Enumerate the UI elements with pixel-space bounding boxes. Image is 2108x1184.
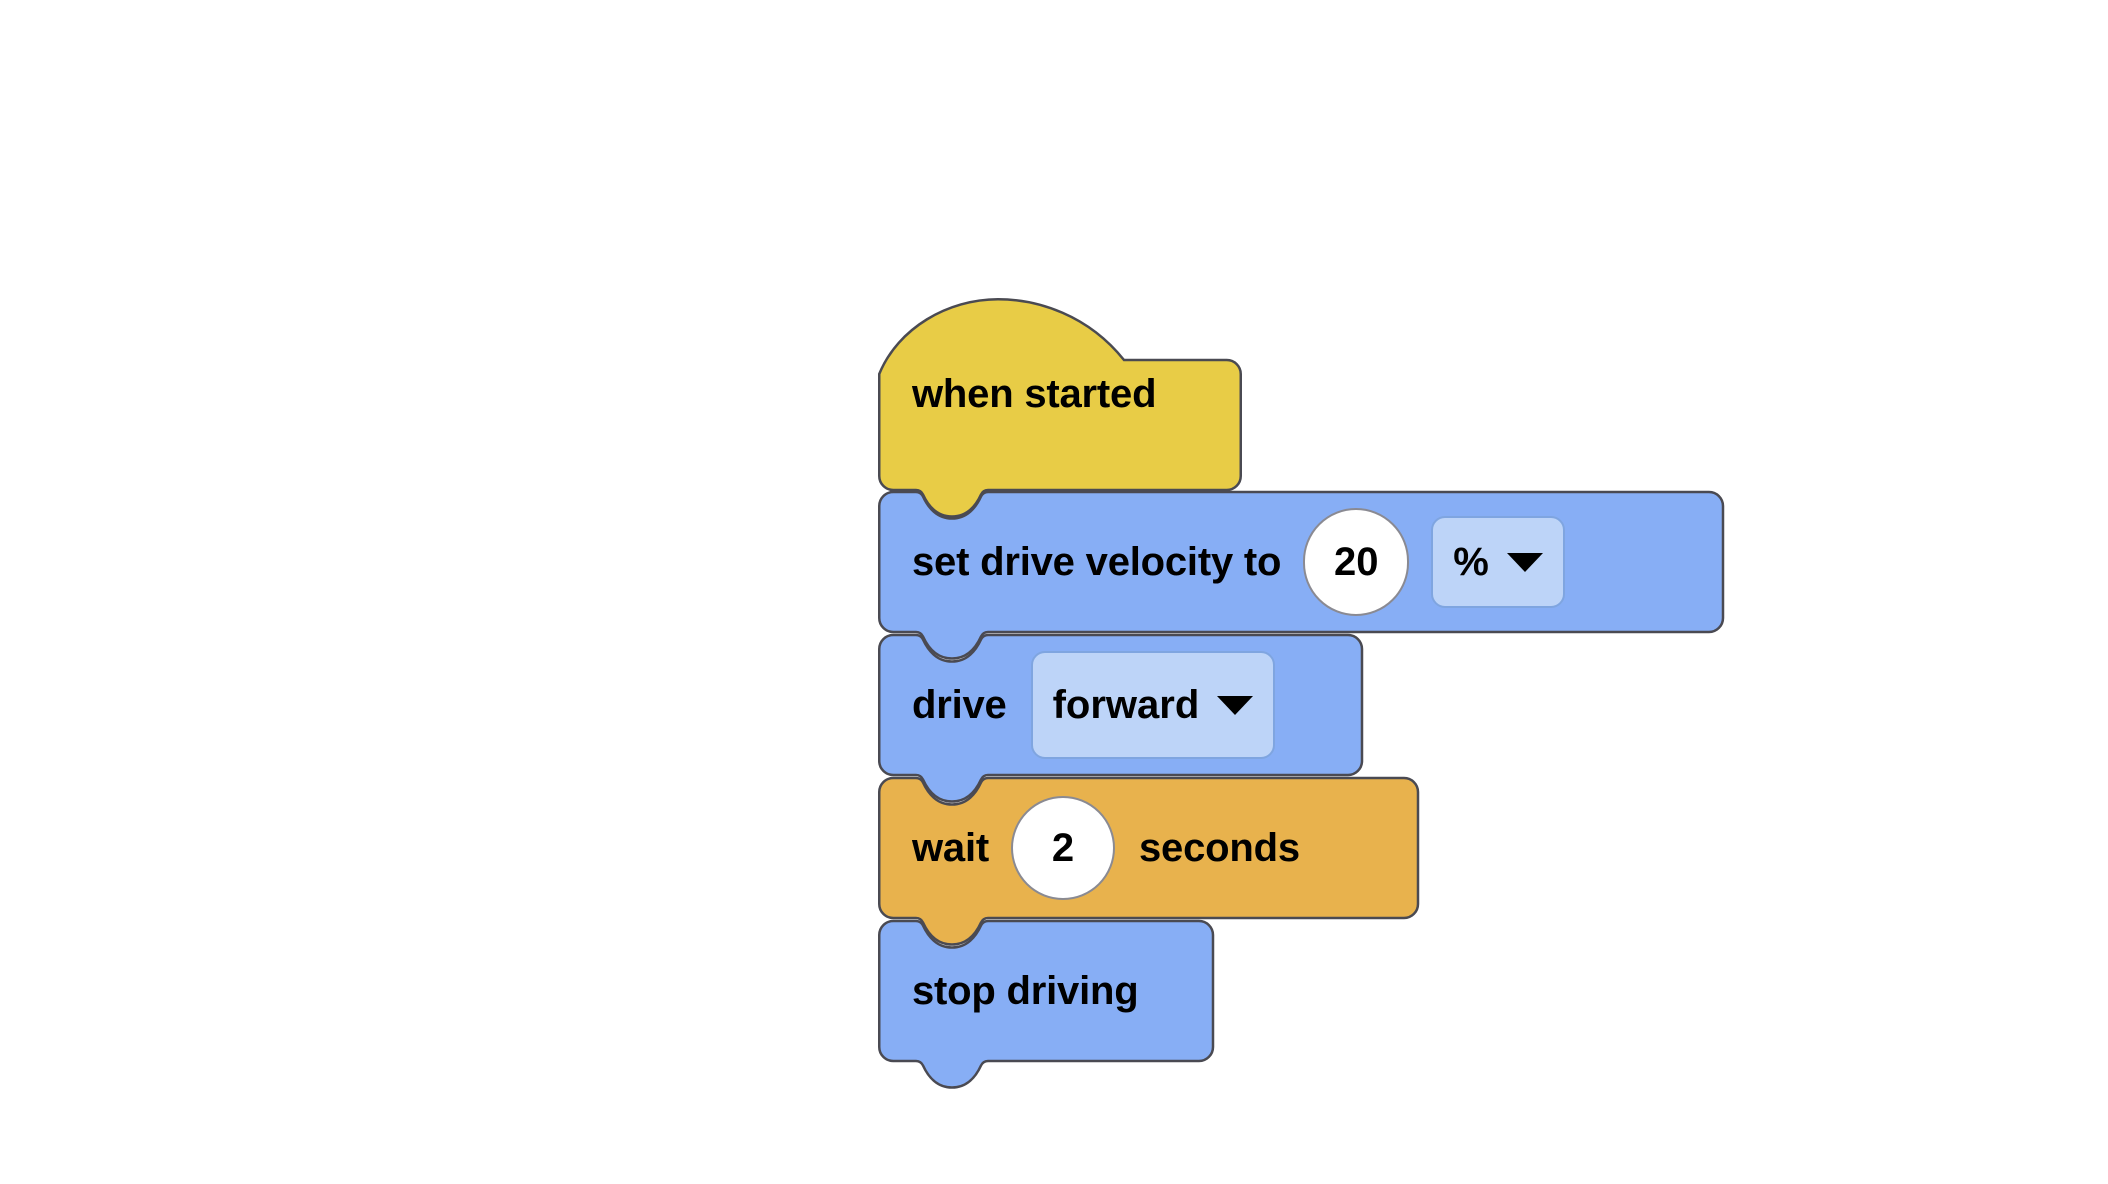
stop-driving-shape: [878, 919, 1215, 1089]
block-drive[interactable]: drive forward: [878, 633, 1365, 803]
block-wait[interactable]: wait 2 seconds: [878, 776, 1421, 946]
block-stop-driving[interactable]: stop driving: [878, 919, 1216, 1089]
block-when-started[interactable]: when started: [878, 297, 1244, 518]
when-started-shape: [878, 297, 1242, 518]
block-set-drive-velocity[interactable]: set drive velocity to 20 %: [878, 490, 1726, 660]
